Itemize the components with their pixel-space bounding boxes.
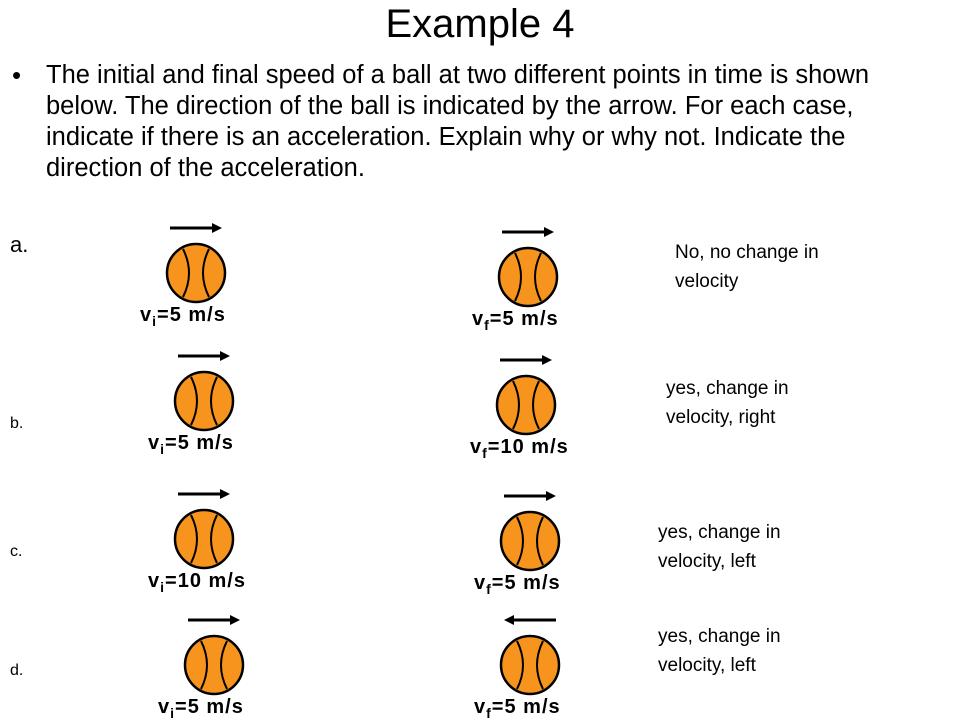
ball-icon	[173, 370, 235, 432]
velocity-label: vi=5 m/s	[158, 696, 244, 721]
velocity-value: =10 m/s	[165, 570, 246, 592]
answer-b: yes, change in velocity, right	[666, 374, 866, 432]
arrow-right-icon	[178, 351, 230, 361]
answer-a: No, no change in velocity	[675, 238, 875, 296]
ball-figure-initial: vi=5 m/s	[140, 222, 270, 332]
velocity-symbol: v	[474, 572, 487, 594]
velocity-label: vi=5 m/s	[148, 432, 234, 457]
velocity-value: =5 m/s	[175, 696, 244, 718]
velocity-label: vf=5 m/s	[474, 696, 561, 721]
velocity-symbol: v	[470, 436, 483, 458]
velocity-label: vi=10 m/s	[148, 570, 246, 595]
answer-d: yes, change in velocity, left	[658, 622, 858, 680]
bullet-marker: •	[12, 60, 22, 90]
problem-text: The initial and final speed of a ball at…	[46, 61, 870, 182]
ball-icon	[183, 634, 245, 696]
case-label-a: a.	[10, 232, 29, 257]
ball-figure-initial: vi=10 m/s	[148, 488, 278, 598]
arrow-right-icon	[500, 355, 552, 365]
case-label-c: c.	[10, 543, 23, 560]
answer-line: No, no change in	[675, 242, 819, 263]
velocity-symbol: v	[472, 308, 485, 330]
velocity-value: =5 m/s	[489, 308, 559, 330]
velocity-symbol: v	[148, 570, 161, 592]
ball-icon	[495, 374, 557, 436]
answer-line: velocity	[675, 271, 739, 292]
case-label-d: d.	[10, 662, 24, 679]
arrow-right-icon	[178, 489, 230, 499]
velocity-label: vf=5 m/s	[474, 572, 561, 597]
velocity-symbol: v	[158, 696, 171, 718]
velocity-value: =5 m/s	[491, 696, 561, 718]
velocity-label: vi=5 m/s	[140, 304, 226, 329]
ball-figure-final: vf=5 m/s	[474, 614, 604, 724]
velocity-label: vf=10 m/s	[470, 436, 569, 461]
answer-line: velocity, left	[658, 551, 756, 572]
ball-icon	[499, 634, 561, 696]
arrow-right-icon	[504, 491, 556, 501]
answer-c: yes, change in velocity, left	[658, 518, 858, 576]
velocity-value: =5 m/s	[157, 304, 226, 326]
velocity-value: =5 m/s	[165, 432, 234, 454]
ball-figure-final: vf=5 m/s	[474, 490, 604, 600]
velocity-value: =10 m/s	[487, 436, 569, 458]
velocity-subscript: i	[152, 313, 158, 329]
ball-icon	[165, 242, 227, 304]
ball-icon	[173, 508, 235, 570]
velocity-subscript: f	[486, 705, 492, 721]
ball-figure-initial: vi=5 m/s	[158, 614, 288, 724]
velocity-subscript: i	[170, 705, 176, 721]
ball-figure-final: vf=10 m/s	[470, 354, 600, 464]
velocity-symbol: v	[474, 696, 487, 718]
arrow-right-icon	[188, 615, 240, 625]
answer-line: velocity, right	[666, 407, 776, 428]
velocity-subscript: i	[160, 441, 166, 457]
velocity-value: =5 m/s	[491, 572, 561, 594]
answer-line: velocity, left	[658, 655, 756, 676]
arrow-right-icon	[502, 227, 554, 237]
ball-icon	[497, 246, 559, 308]
ball-icon	[499, 510, 561, 572]
arrow-left-icon	[504, 615, 556, 625]
answer-line: yes, change in	[658, 626, 781, 647]
velocity-subscript: f	[482, 445, 488, 461]
case-label-b: b.	[10, 415, 24, 432]
ball-figure-initial: vi=5 m/s	[148, 350, 278, 460]
velocity-subscript: f	[484, 317, 490, 333]
velocity-subscript: i	[160, 579, 166, 595]
answer-line: yes, change in	[666, 378, 789, 399]
ball-figure-final: vf=5 m/s	[472, 226, 602, 336]
answer-line: yes, change in	[658, 522, 781, 543]
velocity-subscript: f	[486, 581, 492, 597]
velocity-symbol: v	[148, 432, 161, 454]
arrow-right-icon	[170, 223, 222, 233]
velocity-label: vf=5 m/s	[472, 308, 559, 333]
slide-title: Example 4	[385, 2, 575, 46]
velocity-symbol: v	[140, 304, 153, 326]
